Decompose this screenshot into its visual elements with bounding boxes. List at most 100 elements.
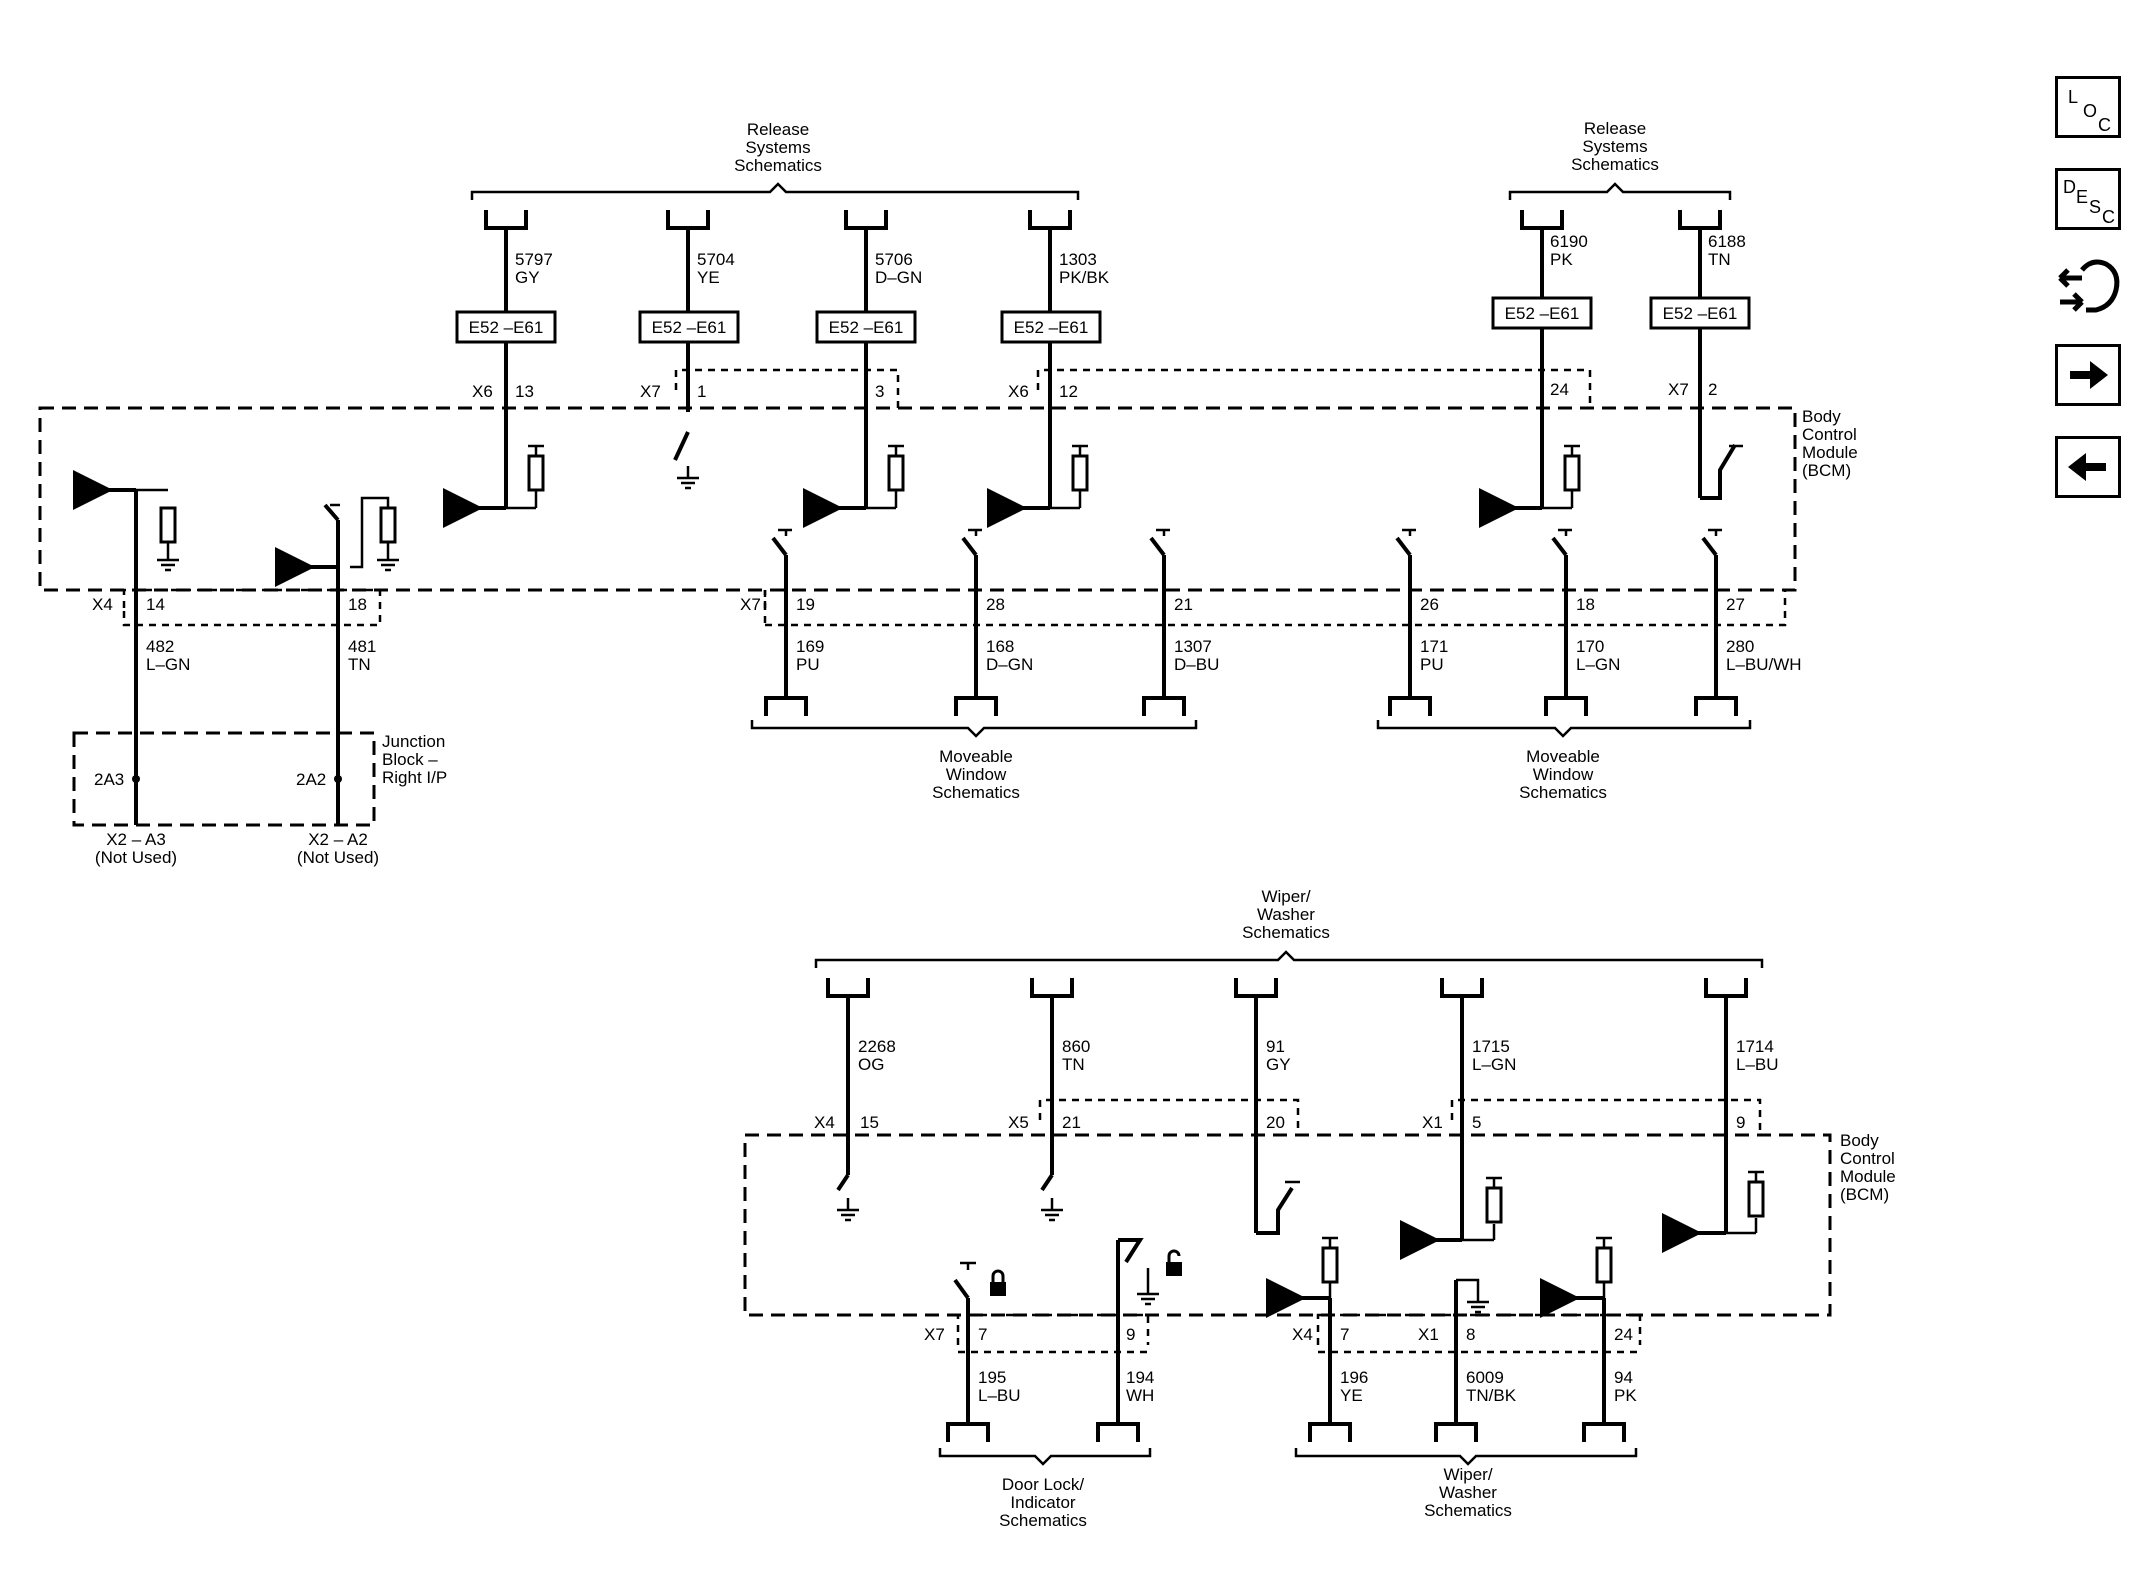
pin-number: 8 (1466, 1325, 1475, 1344)
connector-plug (844, 208, 888, 230)
release-label-1: Release (747, 120, 809, 139)
jb-pin: 2A2 (296, 770, 326, 789)
connector-plug (1520, 208, 1564, 230)
circuit-number: 168 (986, 637, 1014, 656)
circuit-color: TN (1708, 250, 1731, 269)
connector-header: X6 (472, 382, 493, 401)
desc-letter-e: E (2076, 187, 2089, 207)
bcm-top-box (38, 406, 1797, 592)
location-button[interactable]: L O C (2055, 76, 2121, 138)
release-systems-right-group: Release Systems Schematics 6190 PK E52 –… (1491, 119, 1751, 508)
circuit-color: D–BU (1174, 655, 1219, 674)
bcm-label-3: Module (1840, 1167, 1896, 1186)
circuit-number: 1303 (1059, 250, 1097, 269)
description-button[interactable]: D E S C (2055, 168, 2121, 230)
pin-number: 12 (1059, 382, 1078, 401)
pin-number: 1 (697, 382, 706, 401)
bcm-label-4: (BCM) (1802, 461, 1851, 480)
next-button[interactable] (2055, 344, 2121, 406)
connector-x4-outline (122, 588, 382, 627)
connector-plug (1678, 208, 1722, 230)
bcm-label-2: Control (1840, 1149, 1895, 1168)
connector-label: E52 –E61 (1014, 318, 1089, 337)
pin-number: 9 (1126, 1325, 1135, 1344)
bottom-connector: X2 – A2 (308, 830, 368, 849)
circuit-number: 170 (1576, 637, 1604, 656)
pin-number: 21 (1174, 595, 1193, 614)
pin-number: 5 (1472, 1113, 1481, 1132)
bottom-connector: X2 – A3 (106, 830, 166, 849)
connector-header: X4 (814, 1113, 835, 1132)
connector-label: E52 –E61 (469, 318, 544, 337)
switch (1700, 443, 1737, 500)
connector-header: X4 (1292, 1325, 1313, 1344)
window-right-group: 26 171 PU 18 170 L–GN 27 280 L–BU/WH Mov… (1376, 528, 1802, 802)
connector-plug (666, 208, 710, 230)
connector-label: E52 –E61 (1663, 304, 1738, 323)
connector-box (1649, 296, 1751, 330)
circuit-color: L–BU/WH (1726, 655, 1802, 674)
not-used-note: (Not Used) (297, 848, 379, 867)
component-connector-button[interactable] (2052, 250, 2124, 330)
wiper-label-1: Wiper/ (1261, 887, 1310, 906)
circuit-number: 6190 (1550, 232, 1588, 251)
circuit-number: 91 (1266, 1037, 1285, 1056)
release-label-2: Systems (1582, 137, 1647, 156)
circuit-number: 482 (146, 637, 174, 656)
connector-header: X6 (1008, 382, 1029, 401)
wiper-label-3: Schematics (1242, 923, 1330, 942)
connector-header: X7 (924, 1325, 945, 1344)
circuit-color: WH (1126, 1386, 1154, 1405)
junction-block-box (72, 731, 376, 827)
pin-number: 18 (348, 595, 367, 614)
window-label-1: Moveable (939, 747, 1013, 766)
release-systems-left-group: Release Systems Schematics (470, 120, 1080, 200)
connector-header: X7 (740, 595, 761, 614)
release-label-1: Release (1584, 119, 1646, 138)
pin-number: 13 (515, 382, 534, 401)
desc-letter-s: S (2089, 197, 2102, 217)
unlock-icon (1166, 1249, 1182, 1276)
loc-letter-c: C (2098, 115, 2111, 135)
pin-number: 20 (1266, 1113, 1285, 1132)
loc-letter-l: L (2068, 87, 2079, 107)
connector-box (1491, 296, 1593, 330)
connector-plug (1028, 208, 1072, 230)
circuit-color: TN (1062, 1055, 1085, 1074)
release-label-2: Systems (745, 138, 810, 157)
bcm-label-2: Control (1802, 425, 1857, 444)
wiper-bottom-group: X4 7 196 YE X1 8 6009 TN/BK 24 94 PK Wip… (1266, 1236, 1642, 1520)
wiper-top-group: Wiper/ Washer Schematics 2268 OG X4 15 8… (814, 887, 1779, 1260)
connector-label: E52 –E61 (829, 318, 904, 337)
junction-label-1: Junction (382, 732, 445, 751)
bcm-top-label: Body Control Module (BCM) (1802, 407, 1858, 480)
junction-label-2: Block – (382, 750, 438, 769)
jb-pin: 2A3 (94, 770, 124, 789)
arrow-left-icon (2068, 453, 2106, 481)
pin-number: 24 (1550, 380, 1569, 399)
junction-label-3: Right I/P (382, 768, 447, 787)
bcm-label-3: Module (1802, 443, 1858, 462)
release-bracket (470, 182, 1080, 200)
circuit-color: TN (348, 655, 371, 674)
circuit-number: 1307 (1174, 637, 1212, 656)
doorlock-group: X7 7 195 L–BU 9 194 WH Door Lock/ Indica… (924, 1238, 1182, 1530)
doorlock-label-3: Schematics (999, 1511, 1087, 1530)
back-button[interactable] (2055, 436, 2121, 498)
connector-header: X7 (640, 382, 661, 401)
circuit-color: L–BU (978, 1386, 1021, 1405)
circuit-color: PK/BK (1059, 268, 1110, 287)
circuit-color: YE (1340, 1386, 1363, 1405)
window-label-3: Schematics (932, 783, 1020, 802)
connector-header: X1 (1418, 1325, 1439, 1344)
circuit-color: OG (858, 1055, 884, 1074)
pin-number: 9 (1736, 1113, 1745, 1132)
lock-icon (990, 1269, 1006, 1296)
circuit-number: 1715 (1472, 1037, 1510, 1056)
circuit-number: 481 (348, 637, 376, 656)
pin-number: 18 (1576, 595, 1595, 614)
circuit-number: 1714 (1736, 1037, 1774, 1056)
connector-header: X5 (1008, 1113, 1029, 1132)
doorlock-label-1: Door Lock/ (1002, 1475, 1084, 1494)
desc-letter-c: C (2102, 207, 2115, 227)
